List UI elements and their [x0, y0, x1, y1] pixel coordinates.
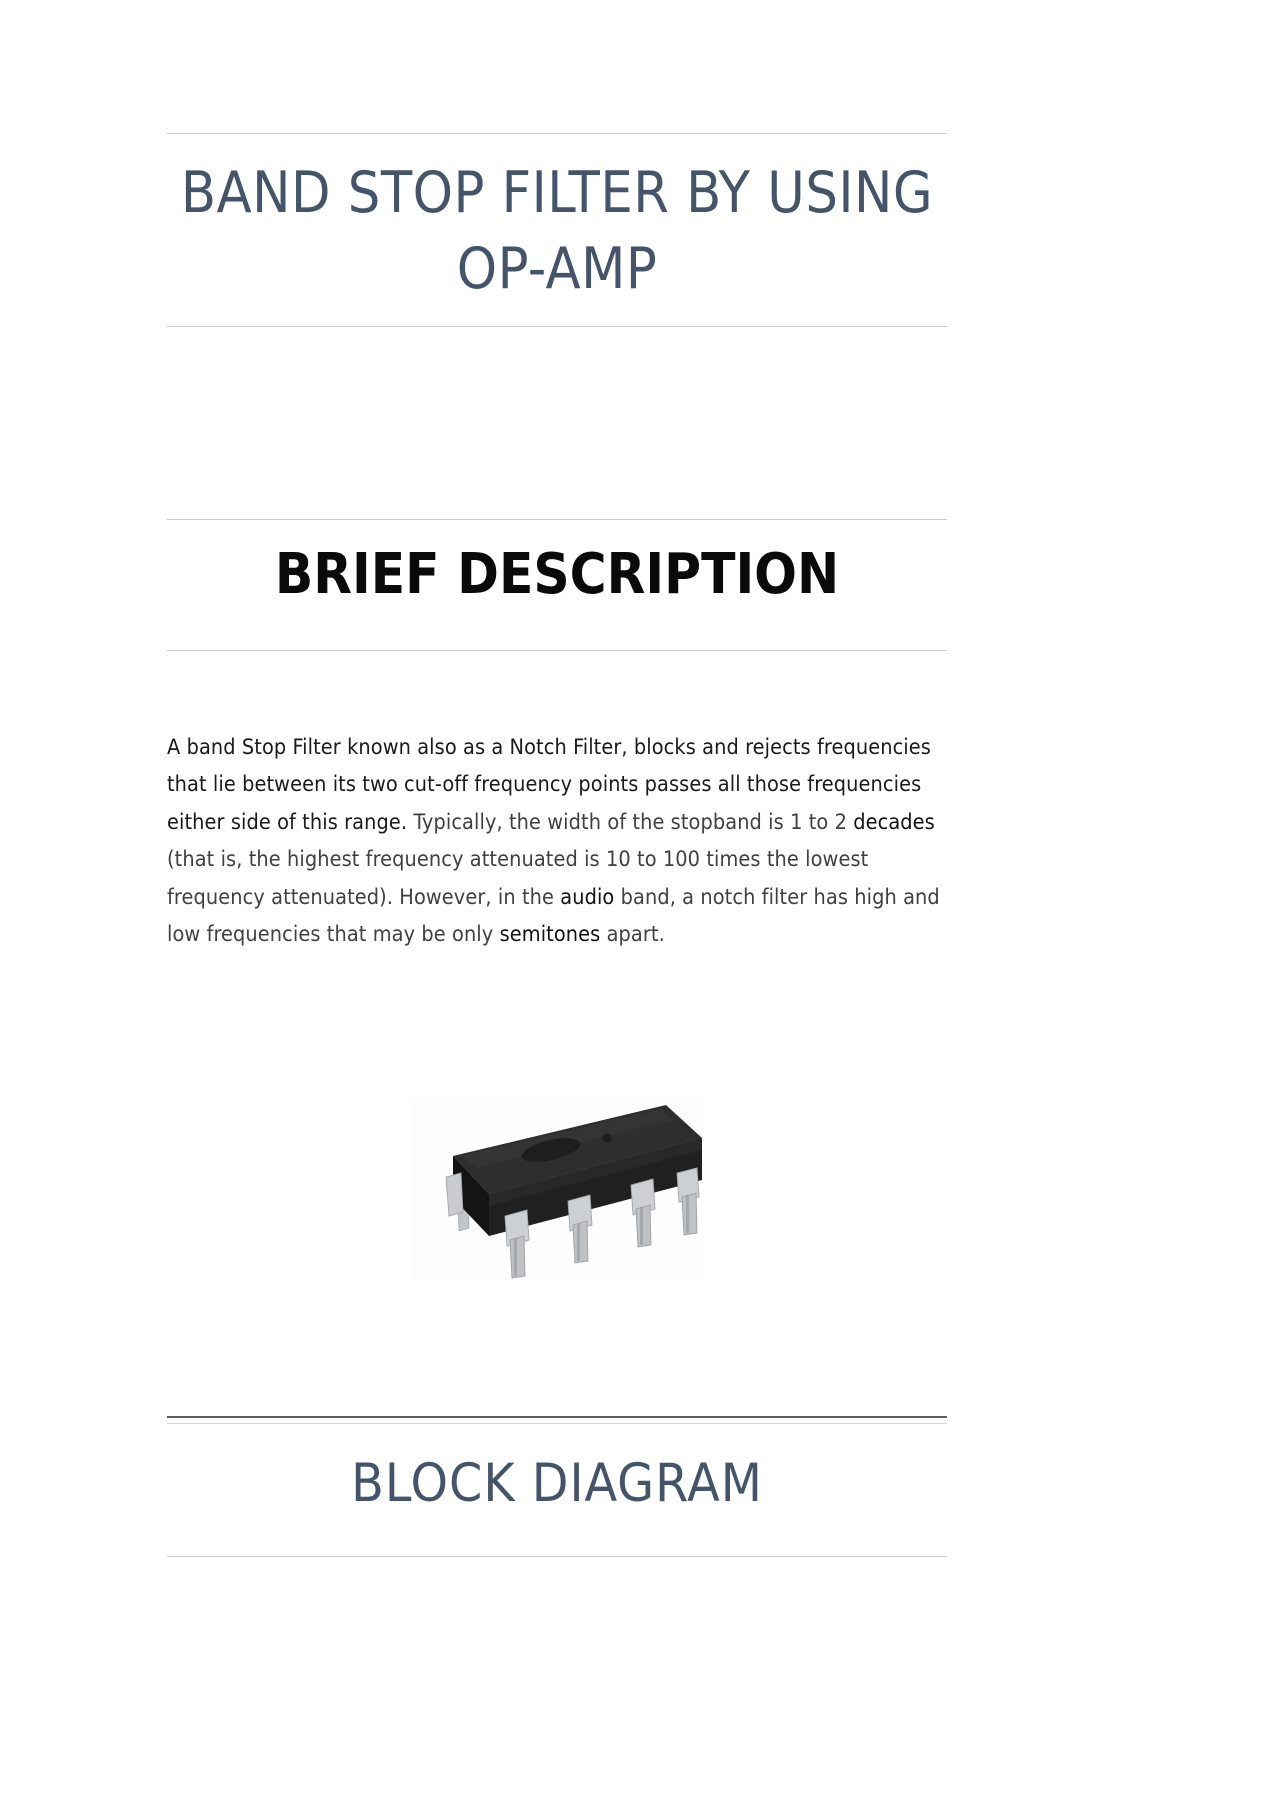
- brief-description-body: A band Stop Filter known also as a Notch…: [167, 707, 947, 975]
- paragraph-lead: A band Stop Filter known also as a Notch…: [167, 734, 931, 835]
- paragraph-rest-3: band, a notch filter has high and low fr…: [167, 884, 940, 948]
- paragraph-rest-1: Typically, the width of the stopband is …: [407, 809, 854, 835]
- block-diagram-rule-top: [167, 1416, 947, 1424]
- term-decades: decades: [853, 809, 935, 835]
- block-diagram-heading: BLOCK DIAGRAM: [167, 1452, 947, 1516]
- term-semitones: semitones: [499, 922, 601, 947]
- brief-description-rule-bottom: [167, 650, 947, 651]
- ic-chip-dip8-icon: [411, 1098, 703, 1280]
- term-audio: audio: [560, 884, 615, 910]
- brief-description-heading-text: BRIEF DESCRIPTION: [274, 542, 840, 607]
- paragraph-rest-4: apart.: [600, 922, 665, 947]
- block-diagram-heading-text: BLOCK DIAGRAM: [351, 1453, 763, 1514]
- ic-chip-figure: [167, 1098, 947, 1280]
- ic-chip-image: [411, 1098, 703, 1280]
- page-title: BAND STOP FILTER BY USING OP-AMP: [167, 155, 947, 307]
- title-rule-bottom: [167, 326, 947, 327]
- brief-description-paragraph: A band Stop Filter known also as a Notch…: [167, 729, 947, 954]
- block-diagram-rule-bottom: [167, 1556, 947, 1557]
- title-rule-top: [167, 133, 947, 134]
- brief-description-rule-top: [167, 519, 947, 520]
- brief-description-heading: BRIEF DESCRIPTION: [167, 543, 947, 607]
- page-title-text: BAND STOP FILTER BY USING OP-AMP: [180, 160, 934, 302]
- paragraph-rest-2: (that is, the highest frequency attenuat…: [167, 847, 869, 910]
